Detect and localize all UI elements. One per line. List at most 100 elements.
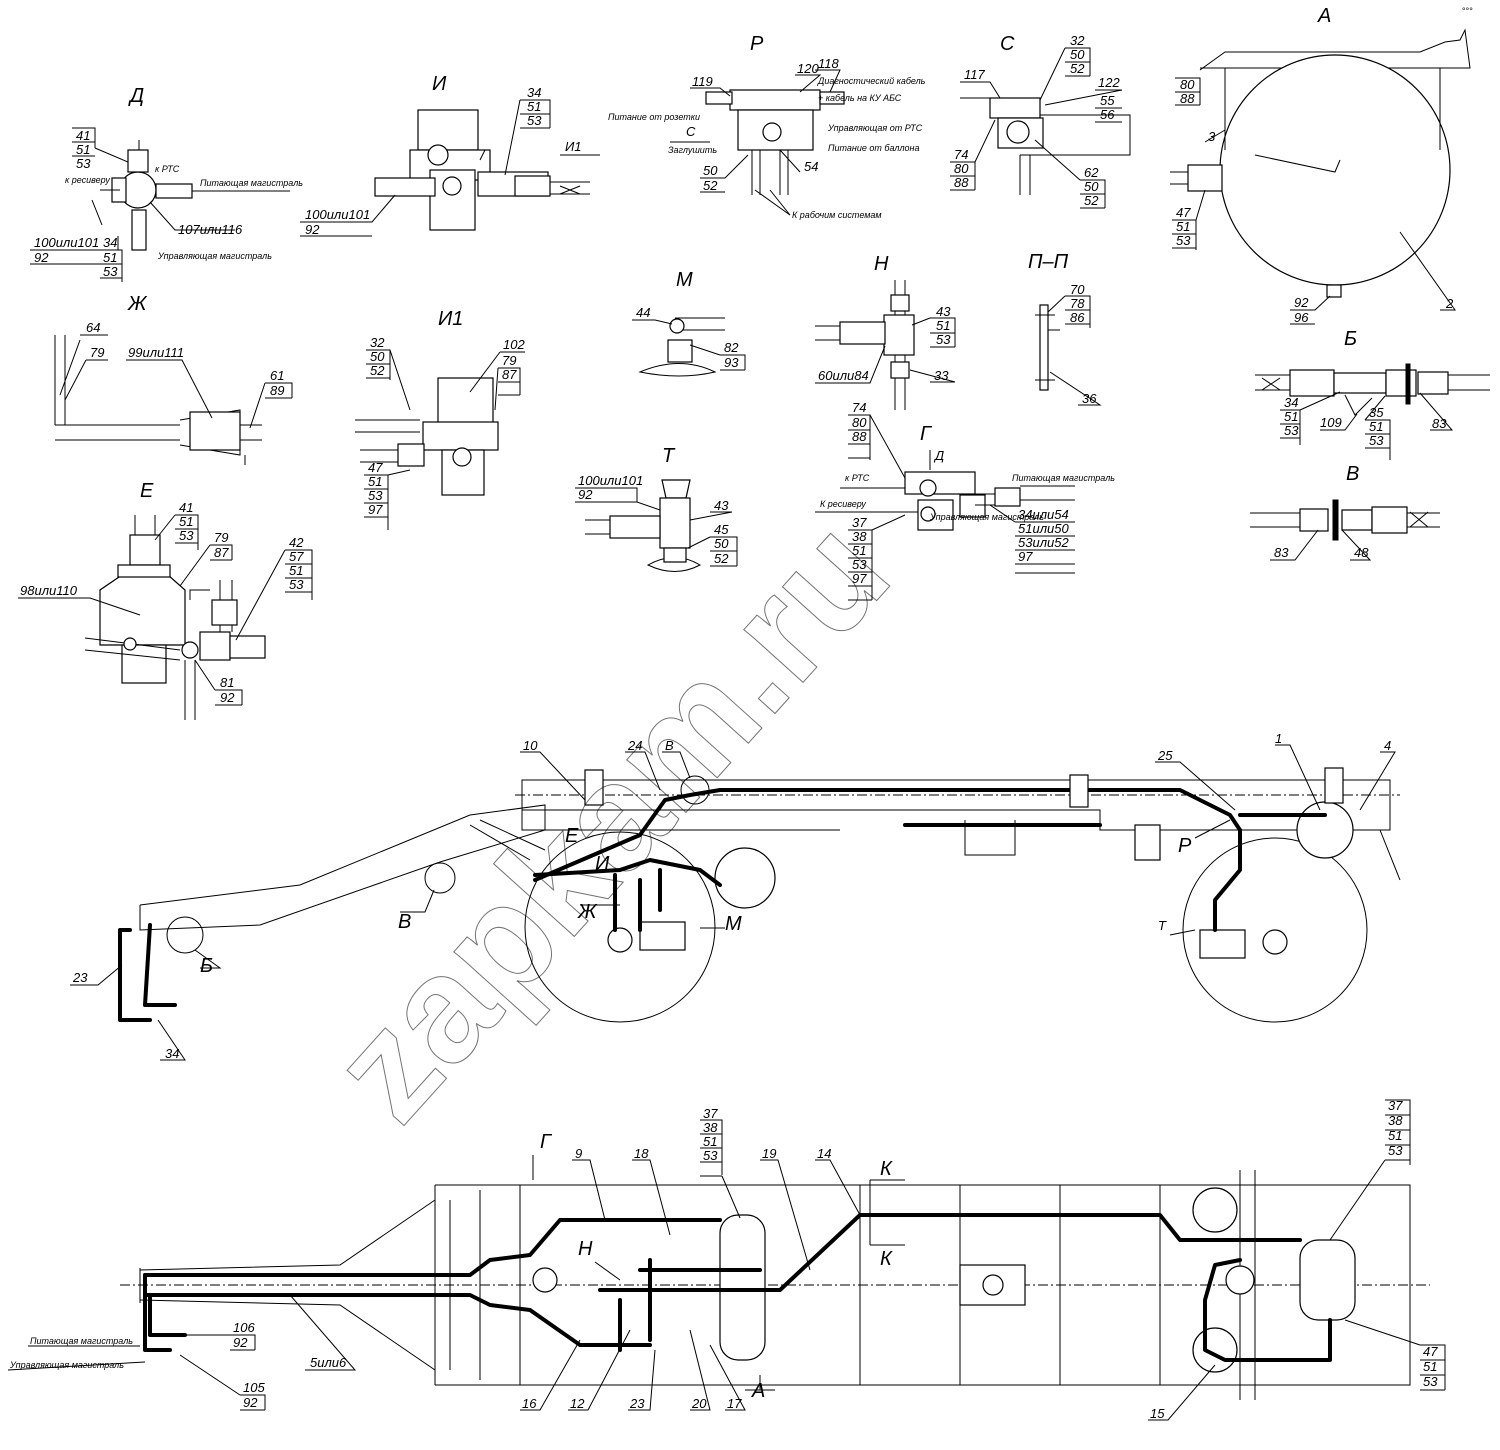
g-cap-supply: Питающая магистраль [1012,473,1115,483]
plan-label-53c: 53 [1423,1374,1438,1389]
i1-id-47: 47 [368,460,383,475]
i-id-53: 53 [527,113,542,128]
b-id-35: 35 [1369,405,1384,420]
plan-label-17: 17 [727,1396,742,1411]
i1-id-79: 79 [502,353,516,368]
rear-wheel [1182,837,1368,1023]
i1-id-52: 52 [370,363,385,378]
s-id-80: 80 [954,161,969,176]
d-id-107: 107или116 [178,222,243,237]
side-label-b: Б [200,955,213,977]
view-m: М 44 82 93 [632,269,746,377]
plan-label-g: Г [540,1131,553,1153]
s-id-62: 62 [1084,165,1099,180]
r-id-52: 52 [703,178,718,193]
plan-label-15: 15 [1150,1406,1165,1421]
view-d: Д 41 51 53 к РТС к ресиверу Питающая маг… [30,85,303,282]
i-id-92: 92 [305,222,320,237]
d-id-51: 51 [76,142,90,157]
view-a-title: А [1317,5,1331,27]
view-b: Б 34 51 53 109 35 51 53 83 [1255,328,1490,460]
plan-label-20: 20 [691,1396,707,1411]
r-cap-plug: Заглушить [668,145,717,155]
t-id-43: 43 [714,498,729,513]
view-i1: И1 32 50 52 102 79 87 47 51 53 97 [355,308,525,530]
r-id-54: 54 [804,159,818,174]
e-id-41: 41 [179,500,193,515]
i1-id-50: 50 [370,349,385,364]
v-id-83: 83 [1274,545,1289,560]
t-id-50: 50 [714,536,729,551]
s-id-50b: 50 [1084,179,1099,194]
d-cap-receiver: к ресиверу [65,175,110,185]
g-id-51: 51 [852,543,866,558]
s-id-55: 55 [1100,93,1115,108]
pp-id-70: 70 [1070,282,1085,297]
side-label-t: Т [1158,918,1167,933]
t-id-100: 100или101 [578,473,643,488]
corner-mark: °°° [1462,6,1473,16]
plan-label-5or6: 5или6 [310,1355,347,1370]
g-id-51b: 51или50 [1018,521,1069,536]
plan-label-51b: 51 [1388,1128,1402,1143]
r-cap-control: Управляющая от РТС [827,123,923,133]
plan-label-k2: К [880,1248,893,1270]
s-id-52b: 52 [1084,193,1099,208]
side-label-10: 10 [523,738,538,753]
a-id-53: 53 [1176,233,1191,248]
view-n-title: Н [874,253,889,275]
r-cap-work: К рабочим системам [792,210,882,220]
plan-label-16: 16 [522,1396,537,1411]
view-e-title: Е [140,480,154,502]
plan-label-51c: 51 [1423,1359,1437,1374]
s-id-74: 74 [954,147,968,162]
zh-id-64: 64 [86,320,100,335]
view-pp-title: П–П [1028,251,1069,273]
side-label-4: 4 [1384,738,1391,753]
a-id-2: 2 [1445,296,1454,311]
view-m-title: М [676,269,693,291]
view-e: Е 41 51 53 79 87 42 57 51 53 98или110 81… [18,480,313,720]
s-id-117: 117 [964,67,985,82]
i-id-34: 34 [527,85,541,100]
e-id-53b: 53 [289,577,304,592]
side-label-m: М [725,913,742,935]
view-i: И И1 34 51 53 100или101 92 [300,73,600,237]
i1-id-87: 87 [502,367,517,382]
g-id-88: 88 [852,429,867,444]
plan-view: Г 9 18 37 38 51 53 19 14 К К 37 38 51 53… [7,1098,1446,1421]
view-t: Т 100или101 92 43 45 50 52 [575,445,738,572]
g-id-97: 97 [852,571,867,586]
i1-id-97: 97 [368,502,383,517]
view-r-title: Р [750,33,764,55]
view-s: С 117 32 50 52 122 55 56 74 80 88 62 50 … [950,33,1131,209]
plan-label-37: 37 [703,1106,718,1121]
plan-label-92b: 92 [243,1395,258,1410]
g-id-37: 37 [852,515,867,530]
d-id-100: 100или101 [34,235,99,250]
g-cap-control: Управляющая магистраль [929,512,1044,522]
m-id-93: 93 [724,355,739,370]
b-id-51: 51 [1284,409,1298,424]
e-id-42: 42 [289,535,304,550]
plan-label-106: 106 [233,1320,255,1335]
view-g: Г Д Питающая магистраль к РТС К ресиверу… [815,400,1115,601]
view-pp: П–П 70 78 86 36 [1028,251,1102,406]
e-id-53: 53 [179,528,194,543]
pp-id-36: 36 [1082,391,1097,406]
g-cap-receiver: К ресиверу [820,499,866,509]
plan-label-n: Н [578,1238,593,1260]
r-cap-diag2: + кабель на КУ АБС [818,93,902,103]
plan-label-14: 14 [817,1146,831,1161]
side-label-i: И [595,853,610,875]
d-cap-supply: Питающая магистраль [200,178,303,188]
i-id-100: 100или101 [305,207,370,222]
i1-id-51: 51 [368,474,382,489]
v-id-48: 48 [1354,545,1369,560]
plan-cap-supply: Питающая магистраль [30,1336,133,1346]
view-a: А 80 88 3 47 51 53 92 96 2 [1170,5,1471,325]
d-id-51b: 51 [103,250,117,265]
r-id-120: 120 [797,61,819,76]
zh-id-89: 89 [270,383,284,398]
side-label-v2: В [398,911,411,933]
